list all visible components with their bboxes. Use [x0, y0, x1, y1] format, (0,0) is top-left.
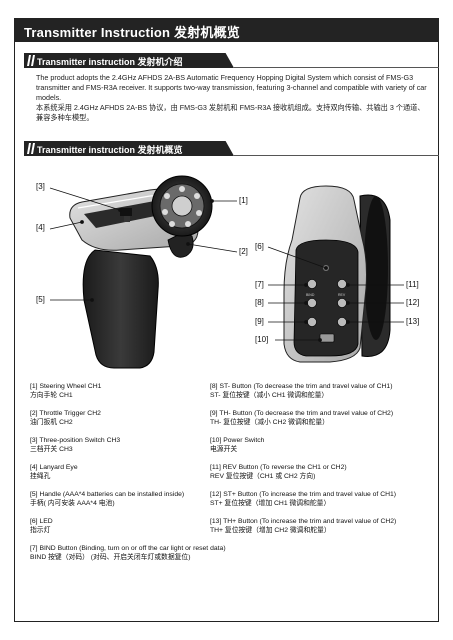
callout-13: [13] [406, 317, 420, 326]
legend-item: [13] TH+ Button (To increase the trim an… [210, 517, 428, 535]
legend-item-chinese: TH+ 复位按键（增加 CH2 微调和舵量） [210, 527, 331, 534]
page-title: Transmitter Instruction 发射机概览 [24, 25, 240, 40]
legend-item-english: [11] REV Button (To reverse the CH1 or C… [210, 464, 347, 471]
legend-item-english: [12] ST+ Button (To increase the trim an… [210, 491, 397, 498]
legend-item: [2] Throttle Trigger CH2 油门扳机 CH2 [30, 409, 230, 427]
legend-item: [6] LED 指示灯 [30, 517, 230, 535]
legend-right-column: [8] ST- Button (To decrease the trim and… [210, 382, 428, 544]
legend-item-chinese: 油门扳机 CH2 [30, 419, 73, 426]
legend-item-english: [2] Throttle Trigger CH2 [30, 410, 101, 417]
callout-4: [4] [36, 223, 45, 232]
legend-item-chinese: ST- 复位按键（减小 CH1 微调和舵量） [210, 392, 329, 399]
legend-item-english: [4] Lanyard Eye [30, 464, 78, 471]
legend-item: [11] REV Button (To reverse the CH1 or C… [210, 463, 428, 481]
legend-item: [3] Three-position Switch CH3 三档开关 CH3 [30, 436, 230, 454]
callout-12: [12] [406, 298, 420, 307]
legend-item-chinese: BIND 按键（对码） (对码、开启关闭车灯或数据复位) [30, 554, 191, 561]
legend-item-english: [8] ST- Button (To decrease the trim and… [210, 383, 393, 390]
legend-item-english: [6] LED [30, 518, 53, 525]
section-slash-icon [27, 55, 35, 66]
callout-2: [2] [239, 247, 248, 256]
callout-5: [5] [36, 295, 45, 304]
transmitter-rear-view: BIND REV [283, 185, 391, 363]
legend-item-chinese: REV 复位按键（CH1 或 CH2 方向) [210, 473, 316, 480]
legend-item-chinese: 方向手轮 CH1 [30, 392, 73, 399]
transmitter-side-view [69, 175, 213, 369]
legend-item-chinese: TH- 复位按键（减小 CH2 微调和舵量） [210, 419, 329, 426]
intro-chinese: 本系统采用 2.4GHz AFHDS 2A-BS 协议，由 FMS-G3 发射机… [36, 103, 425, 122]
legend-item-english: [9] TH- Button (To decrease the trim and… [210, 410, 394, 417]
rear-label-bind: BIND [306, 293, 315, 297]
intro-english: The product adopts the 2.4GHz AFHDS 2A-B… [36, 73, 427, 102]
legend-item: [5] Handle (AAA*4 batteries can be insta… [30, 490, 230, 508]
legend-item-chinese: 电源开关 [210, 446, 238, 453]
callout-7: [7] [255, 280, 264, 289]
section-header-intro: Transmitter instruction 发射机介绍 [24, 53, 439, 68]
callout-11: [11] [406, 280, 419, 289]
section-title-overview: Transmitter instruction 发射机概览 [37, 145, 183, 155]
callout-10: [10] [255, 335, 269, 344]
section-title-intro: Transmitter instruction 发射机介绍 [37, 57, 183, 67]
intro-text: The product adopts the 2.4GHz AFHDS 2A-B… [36, 73, 428, 123]
legend-item-chinese: 三档开关 CH3 [30, 446, 73, 453]
callout-1: [1] [239, 196, 248, 205]
legend-left-column: [1] Steering Wheel CH1 方向手轮 CH1 [2] Thrott… [30, 382, 230, 571]
legend-item: [9] TH- Button (To decrease the trim and… [210, 409, 428, 427]
rear-label-rev: REV [338, 293, 346, 297]
legend-item-chinese: ST+ 复位按键（增加 CH1 微调和舵量） [210, 500, 331, 507]
section-slash-icon [27, 143, 35, 154]
legend-item: [12] ST+ Button (To increase the trim an… [210, 490, 428, 508]
top-banner: Transmitter Instruction 发射机概览 [14, 18, 439, 42]
legend-item-english: [3] Three-position Switch CH3 [30, 437, 121, 444]
callout-8: [8] [255, 298, 264, 307]
legend-item-english: [5] Handle (AAA*4 batteries can be insta… [30, 491, 185, 498]
legend-item-english: [13] TH+ Button (To increase the trim an… [210, 518, 397, 525]
legend-item-english: [7] BIND Button (Binding, turn on or off… [30, 545, 226, 552]
callout-3: [3] [36, 182, 45, 191]
legend-item-english: [1] Steering Wheel CH1 [30, 383, 102, 390]
legend-item-chinese: 挂绳孔 [30, 473, 51, 480]
legend-item: [10] Power Switch 电源开关 [210, 436, 428, 454]
legend-item-chinese: 手柄( 内可安装 AAA*4 电池) [30, 500, 115, 507]
legend-item: [7] BIND Button (Binding, turn on or off… [30, 544, 230, 562]
callout-9: [9] [255, 317, 264, 326]
legend-item: [8] ST- Button (To decrease the trim and… [210, 382, 428, 400]
section-header-overview: Transmitter instruction 发射机概览 [24, 141, 439, 156]
legend-item-chinese: 指示灯 [30, 527, 51, 534]
legend-item-english: [10] Power Switch [210, 437, 265, 444]
callout-6: [6] [255, 242, 264, 251]
legend-item: [1] Steering Wheel CH1 方向手轮 CH1 [30, 382, 230, 400]
legend-item: [4] Lanyard Eye 挂绳孔 [30, 463, 230, 481]
